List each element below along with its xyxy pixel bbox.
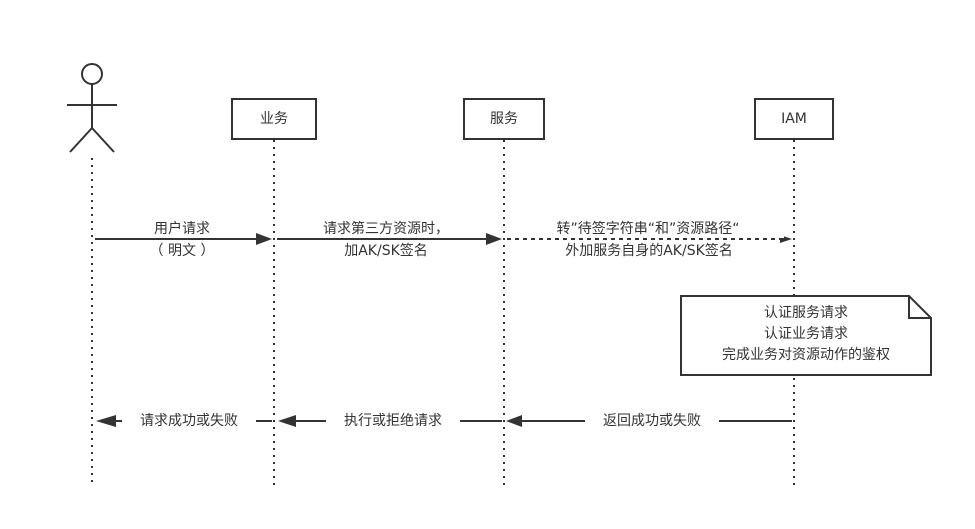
participant-service-label: 服务 <box>490 111 518 127</box>
arrowhead-to-service <box>486 233 502 245</box>
participant-box-business <box>231 98 317 140</box>
return-execute-reject-label: 执行或拒绝请求 <box>326 412 460 430</box>
arrowhead-to-user-return <box>96 415 116 427</box>
arrowhead-to-service-return <box>506 415 522 427</box>
note-box <box>680 295 932 376</box>
note-line-3: 完成业务对资源动作的鉴权 <box>722 347 890 363</box>
note-line-1: 认证服务请求 <box>764 305 848 321</box>
participant-box-iam <box>754 98 834 140</box>
message-aksk-sign-label: 加AK/SK签名 <box>344 243 428 259</box>
arrowhead-to-business <box>256 233 272 245</box>
participant-business-label: 业务 <box>260 111 288 127</box>
arrowhead-to-business-return <box>278 415 296 427</box>
message-user-request-label: 用户请求 <box>144 220 220 238</box>
note-line-2: 认证业务请求 <box>764 326 848 342</box>
lifelines <box>91 140 795 485</box>
user-actor-figure <box>67 63 117 153</box>
message-service-aksk-label: 外加服务自身的AK/SK签名 <box>565 243 733 259</box>
message-forward-string-label: 转”待签字符串“和”资源路径“ <box>512 220 784 238</box>
participant-box-service <box>463 98 545 140</box>
message-user-request-plaintext-label: （ 明文 ） <box>149 243 215 259</box>
participant-iam-label: IAM <box>781 111 807 127</box>
note-fold <box>908 296 931 319</box>
return-request-result-label: 请求成功或失败 <box>122 412 256 430</box>
message-third-party-request-label: 请求第三方资源时， <box>305 220 467 238</box>
return-success-failure-label: 返回成功或失败 <box>585 412 719 430</box>
